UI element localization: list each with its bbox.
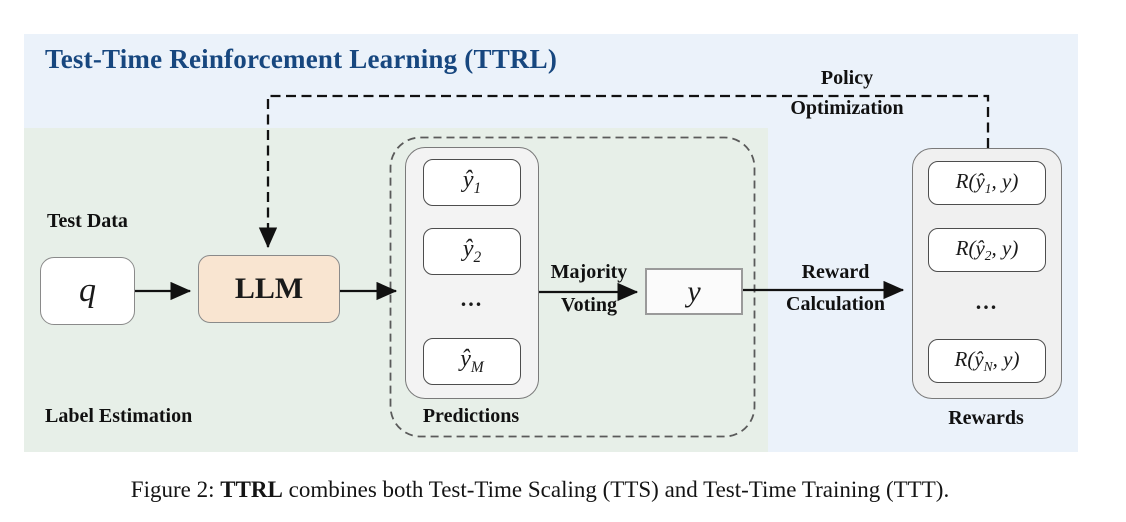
prediction-box-m: ŷM (423, 338, 521, 385)
predictions-container: ŷ1 ŷ2 ... ŷM (405, 147, 539, 399)
test-data-label: Test Data (47, 210, 128, 232)
llm-label: LLM (234, 272, 304, 305)
prediction-symbol: ŷM (460, 346, 484, 376)
policy-optimization-label: Policy Optimization (790, 67, 904, 119)
query-symbol: q (79, 272, 96, 309)
prediction-box-2: ŷ2 (423, 228, 521, 275)
prediction-symbol: ŷ1 (462, 167, 482, 197)
majority-voting-label: Majority Voting (550, 261, 628, 316)
voted-label-node: y (645, 268, 743, 315)
voted-label-symbol: y (687, 274, 701, 308)
query-node: q (40, 257, 135, 325)
figure-caption: Figure 2: TTRL combines both Test-Time S… (130, 477, 950, 502)
figure-title: Test-Time Reinforcement Learning (TTRL) (45, 44, 558, 74)
prediction-box-1: ŷ1 (423, 159, 521, 206)
reward-box-n: R(ŷN, y) (928, 339, 1046, 383)
reward-calculation-label: Reward Calculation (786, 261, 885, 315)
reward-box-1: R(ŷ1, y) (928, 161, 1046, 205)
rewards-label: Rewards (948, 407, 1024, 429)
reward-box-2: R(ŷ2, y) (928, 228, 1046, 272)
predictions-label: Predictions (422, 405, 520, 427)
predictions-ellipsis: ... (460, 286, 484, 311)
rewards-ellipsis: ... (975, 289, 999, 314)
reward-symbol: R(ŷN, y) (954, 346, 1020, 375)
prediction-symbol: ŷ2 (462, 236, 482, 266)
reward-symbol: R(ŷ2, y) (955, 235, 1019, 264)
reward-symbol: R(ŷ1, y) (955, 168, 1019, 197)
rewards-container: R(ŷ1, y) R(ŷ2, y) ... R(ŷN, y) (912, 148, 1062, 399)
llm-node: LLM (198, 255, 340, 323)
label-estimation-label: Label Estimation (45, 405, 193, 427)
